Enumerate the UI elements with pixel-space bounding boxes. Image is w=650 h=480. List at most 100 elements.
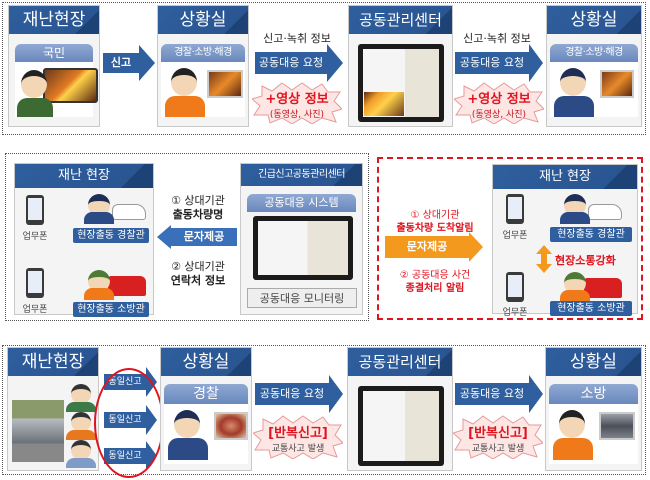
row2-sms-arrow-right: 문자제공 [385, 232, 485, 262]
starburst-icon [453, 415, 543, 459]
witness-avatar-3 [66, 440, 96, 468]
row3-room1-title: 상황실 [161, 348, 251, 376]
car-accident-photo [12, 400, 64, 462]
row1-arrow2-top-label: 신고·녹취 정보 [263, 32, 331, 45]
work-phone-label: 업무폰 [502, 308, 528, 318]
operator-face-icon [560, 68, 586, 96]
row1-report-arrow: 신고 [103, 45, 155, 81]
row2-center-sub: 공동대응 시스템 [247, 194, 356, 212]
row1-scene-sub: 국민 [15, 44, 93, 62]
row1-room2-sub: 경찰·소방·해경 [550, 44, 638, 62]
witness-avatar-2 [66, 412, 96, 440]
row1-room1-sub: 경찰·소방·해경 [161, 44, 245, 62]
witness-avatar-1 [66, 384, 96, 412]
row2-right-info2-num: ② 공동대응 사건 [399, 270, 471, 281]
monitor-icon [214, 412, 248, 440]
monitor-icon [599, 412, 635, 440]
row2-frame-right-highlight [377, 157, 643, 320]
firefighter-tag: 현장출동 소방관 [550, 301, 632, 316]
field-communication-label: 현장소통강화 [555, 254, 616, 267]
row1-video-info-burst-1: +영상 정보 (동영상, 사진) [252, 82, 342, 124]
citizen-body-icon [17, 98, 53, 117]
arrow-head-icon [139, 45, 155, 81]
work-phone-icon [26, 268, 44, 298]
row3-scene-panel: 재난현장 [7, 347, 99, 471]
citizen-with-fire-image [15, 62, 98, 117]
police-uniform-icon [554, 96, 594, 117]
row2-left-info2-num: ② 상대기관 [171, 260, 225, 273]
row1-room2-title: 상황실 [547, 6, 641, 34]
firefighter-uniform-icon [553, 438, 593, 460]
row2-sms-arrow-left: 문자제공 [157, 225, 237, 249]
row3-joint-request-arrow-2: 공동대응 요청 [455, 375, 545, 413]
starburst-icon [454, 82, 544, 124]
row1-room1-title: 상황실 [158, 6, 248, 34]
row3-repeat-report-burst-1: [반복신고] 교통사고 발생 [253, 415, 343, 459]
joint-system-monitor-image [253, 216, 353, 280]
monitor-icon [207, 70, 243, 98]
police-officer-tag: 현장출동 경찰관 [73, 228, 149, 243]
work-phone-icon [506, 272, 524, 302]
row2-right-info2-bold: 종결처리 알림 [405, 283, 465, 294]
row1-room2-panel: 상황실 경찰·소방·해경 [546, 5, 642, 127]
fire-thumbnail-icon [364, 92, 404, 116]
firefighter-operator-image [549, 404, 638, 464]
police-operator-image [550, 62, 638, 117]
row1-scene-panel: 재난현장 국민 [8, 5, 100, 127]
operator-face-icon [171, 68, 197, 96]
operator-face-icon [559, 410, 585, 438]
row2-center-footer: 공동대응 모니터링 [247, 288, 357, 308]
row1-frame [2, 2, 646, 135]
row3-room2-sub: 소방 [549, 384, 638, 404]
row2-center-panel: 긴급신고공동관리센터 공동대응 시스템 공동대응 모니터링 [240, 163, 363, 315]
work-phone-label: 업무폰 [502, 231, 528, 241]
firefighter-uniform-icon [165, 96, 205, 117]
work-phone-icon [26, 195, 44, 225]
police-officer-with-car-icon [560, 192, 622, 224]
row3-room1-sub: 경찰 [164, 384, 248, 404]
row3-frame [2, 345, 646, 475]
row1-center-title: 공동관리센터 [349, 6, 452, 34]
row3-scene-title: 재난현장 [8, 348, 98, 376]
citizen-face-icon [21, 70, 47, 98]
work-phone-icon [506, 194, 524, 224]
police-uniform-icon [168, 438, 208, 460]
arrow-head-icon [327, 44, 343, 82]
fire-screen-icon [43, 68, 98, 103]
row2-scene-right-title: 재난 현장 [493, 165, 637, 189]
row3-center-title: 공동관리센터 [348, 348, 452, 376]
police-officer-tag: 현장출동 경찰관 [550, 227, 632, 242]
row3-joint-request-arrow: 공동대응 요청 [255, 375, 345, 413]
firefighter-tag: 현장출동 소방관 [73, 302, 149, 317]
row1-center-panel: 공동관리센터 [348, 5, 453, 127]
monitor-icon [600, 70, 634, 98]
row3-repeat-report-burst-2: [반복신고] 교통사고 발생 [453, 415, 543, 459]
starburst-icon [252, 82, 342, 124]
row2-left-info2-bold: 연락처 정보 [170, 274, 226, 287]
system-monitor-image [358, 386, 444, 466]
row2-frame-left [5, 153, 369, 321]
system-monitor-image [358, 44, 444, 122]
row1-video-info-burst-2: +영상 정보 (동영상, 사진) [454, 82, 544, 124]
row3-center-panel: 공동관리센터 [347, 347, 453, 471]
row3-room2-panel: 상황실 소방 [545, 347, 642, 471]
row2-left-info1-bold: 출동차량명 [172, 208, 224, 221]
police-officer-with-car-icon [84, 192, 146, 224]
duplicate-highlight-ellipse [94, 368, 164, 478]
row1-room1-panel: 상황실 경찰·소방·해경 [157, 5, 249, 127]
starburst-icon [253, 415, 343, 459]
row3-room1-panel: 상황실 경찰 [160, 347, 252, 471]
bidirectional-arrow-icon [536, 245, 552, 273]
work-phone-label: 업무폰 [22, 232, 48, 242]
firefighter-with-truck-icon [84, 268, 146, 300]
row3-room2-title: 상황실 [546, 348, 641, 376]
row1-joint-request-arrow: 공동대응 요청 [255, 44, 345, 82]
firefighter-operator-image [161, 62, 245, 117]
arrow-head-icon [529, 375, 543, 413]
row1-joint-request-arrow-2: 공동대응 요청 [455, 44, 545, 82]
row2-right-info1-bold: 출동차량 도착알림 [396, 223, 474, 234]
row1-arrow3-top-label: 신고·녹취 정보 [463, 32, 531, 45]
police-operator-image [164, 404, 248, 464]
work-phone-label: 업무폰 [22, 305, 48, 315]
arrow-head-icon [529, 44, 543, 82]
